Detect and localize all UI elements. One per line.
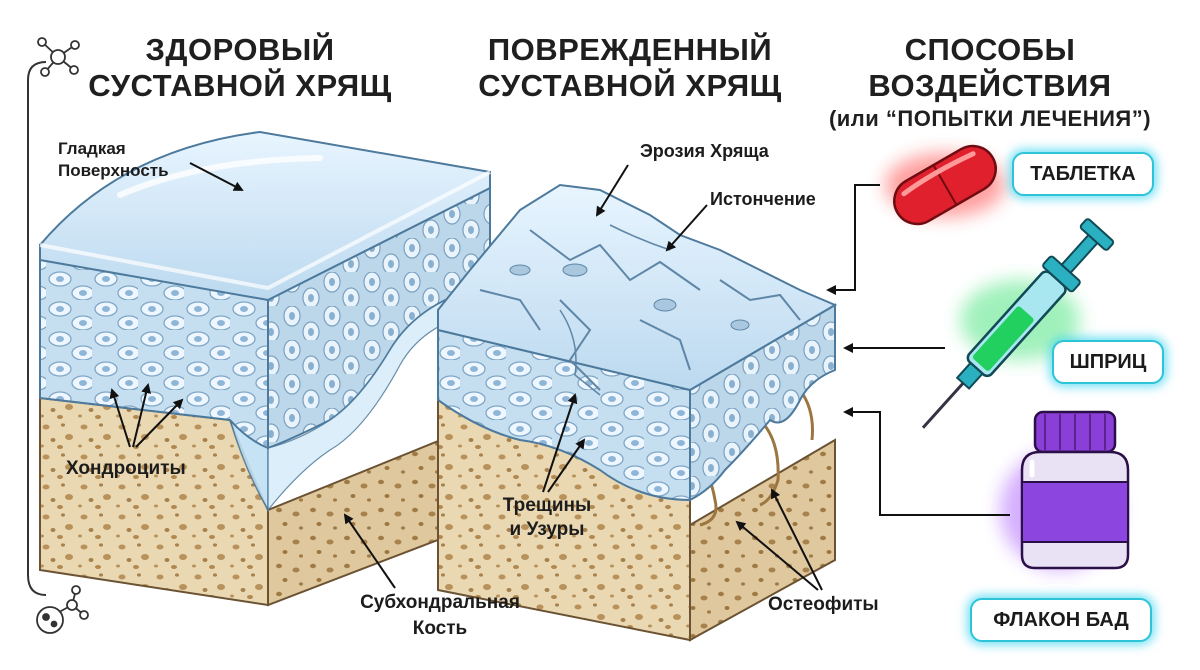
treatment-pill-tablet: ТАБЛЕТКА bbox=[1012, 152, 1154, 196]
syringe-icon bbox=[921, 218, 1115, 429]
heading-damaged-line2: СУСТАВНОЙ ХРЯЩ bbox=[478, 68, 782, 103]
annotation-arrows bbox=[109, 162, 823, 591]
label-cracks: Трещины и Узуры bbox=[492, 494, 602, 542]
heading-methods: СПОСОБЫ ВОЗДЕЙСТВИЯ (или “ПОПЫТКИ ЛЕЧЕНИ… bbox=[790, 32, 1190, 134]
label-subchondral-line2: Кость bbox=[412, 618, 468, 639]
heading-damaged: ПОВРЕЖДЕННЫЙ СУСТАВНОЙ ХРЯЩ bbox=[445, 32, 815, 104]
treatment-pill-syringe: ШПРИЦ bbox=[1052, 340, 1164, 384]
cell-molecule-icon bbox=[36, 585, 89, 634]
molecule-icon bbox=[37, 37, 80, 77]
connector-lines bbox=[826, 184, 1010, 516]
pill-capsule-icon bbox=[885, 144, 1005, 226]
label-osteophytes: Остеофиты bbox=[768, 594, 879, 615]
label-smooth-surface-line2: Поверхность bbox=[58, 161, 169, 180]
label-smooth-surface-line1: Гладкая bbox=[58, 139, 126, 158]
label-subchondral-line1: Субхондральная bbox=[360, 592, 520, 613]
supplement-bottle-icon bbox=[1000, 410, 1130, 570]
heading-healthy-line2: СУСТАВНОЙ ХРЯЩ bbox=[88, 68, 392, 103]
label-cracks-line1: Трещины bbox=[502, 495, 592, 516]
heading-methods-line1: СПОСОБЫ ВОЗДЕЙСТВИЯ bbox=[868, 32, 1112, 103]
label-smooth-surface: Гладкая Поверхность bbox=[58, 138, 169, 182]
label-thinning: Истончение bbox=[710, 189, 816, 209]
heading-healthy: ЗДОРОВЫЙ СУСТАВНОЙ ХРЯЩ bbox=[60, 32, 420, 104]
label-subchondral-bone: Субхондральная Кость bbox=[340, 590, 540, 642]
heading-methods-line2: (или “ПОПЫТКИ ЛЕЧЕНИЯ”) bbox=[828, 106, 1152, 131]
label-cracks-line2: и Узуры bbox=[509, 519, 585, 540]
damaged-cartilage-block bbox=[437, 183, 838, 642]
healthy-cartilage-block bbox=[39, 130, 491, 607]
left-border bbox=[27, 61, 47, 596]
label-erosion: Эрозия Хряща bbox=[640, 141, 769, 161]
heading-healthy-line1: ЗДОРОВЫЙ bbox=[145, 32, 335, 67]
label-chondrocytes: Хондроциты bbox=[66, 458, 186, 479]
heading-damaged-line1: ПОВРЕЖДЕННЫЙ bbox=[487, 32, 773, 67]
treatment-pill-supplement: ФЛАКОН БАД bbox=[970, 598, 1152, 642]
